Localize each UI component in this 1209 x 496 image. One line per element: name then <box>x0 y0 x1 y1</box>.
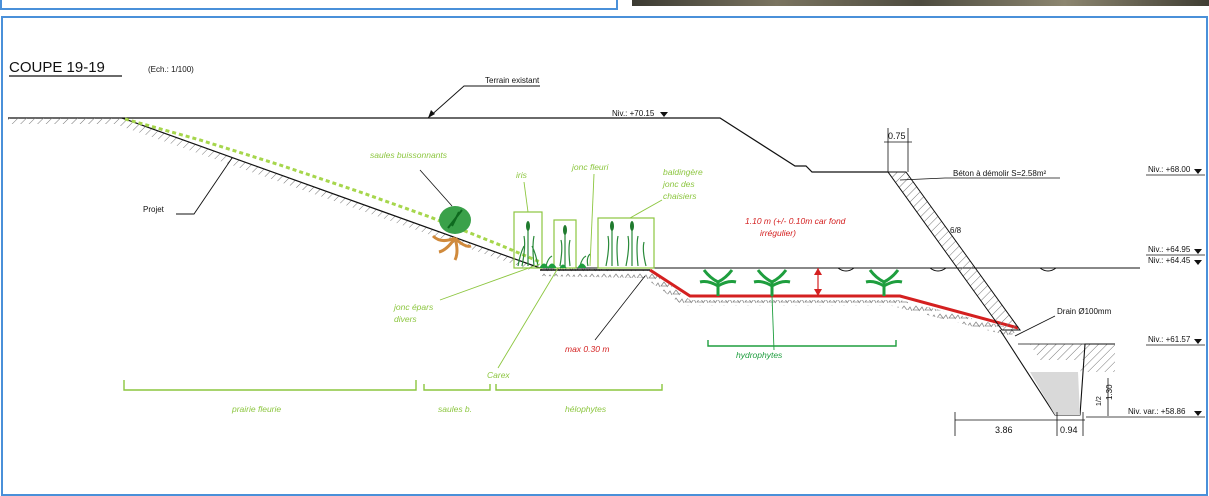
dim-075: 0.75 <box>888 131 906 141</box>
drawing-border <box>1 16 1208 496</box>
grass-strip <box>124 117 541 264</box>
reed-icons <box>517 228 647 267</box>
trench-hatch-right <box>1030 344 1115 372</box>
level-6800-marker <box>1194 169 1202 174</box>
top-panel-edge <box>0 0 618 10</box>
drain-label: Drain Ø100mm <box>1057 307 1112 316</box>
hydrophytes-label: hydrophytes <box>736 350 783 360</box>
projet-leader <box>176 157 233 215</box>
level-5886-group: Niv. var.: +58.86 <box>1086 407 1205 418</box>
bottom-gravel <box>540 268 1018 336</box>
level-6800: Niv.: +68.00 <box>1148 165 1191 174</box>
concrete-wall <box>887 171 1021 331</box>
hydrophytes-leader <box>771 295 775 351</box>
depth-arrow-bottom <box>814 289 822 296</box>
hydrophytes-bracket <box>707 340 897 347</box>
upper-hatch <box>8 118 122 124</box>
willow-shrub-icon <box>431 206 472 261</box>
baldingere-label-3: chaisiers <box>663 191 697 201</box>
carex-tufts <box>539 263 587 270</box>
baldingere-label-2: jonc des <box>662 179 695 189</box>
baldingere-box <box>597 217 655 269</box>
saules-leader <box>419 169 453 207</box>
carex-leader <box>497 267 559 369</box>
level-6800-group: Niv.: +68.00 <box>1146 165 1205 176</box>
jonc-epars-label-1: jonc épars <box>393 302 434 312</box>
jonc-epars-leader <box>439 263 541 301</box>
prairie-label: prairie fleurie <box>231 404 281 414</box>
scale-label: (Ech.: 1/100) <box>148 65 194 74</box>
baldingere-label-1: baldingère <box>663 167 703 177</box>
depth-annotation-1: 1.10 m (+/- 0.10m car fond <box>745 216 846 226</box>
jonc-fleuri-label: jonc fleuri <box>571 162 609 172</box>
level-6445: Niv.: +64.45 <box>1148 256 1191 265</box>
level-6445-group: Niv.: +64.45 <box>1148 256 1202 265</box>
dim-094: 0.94 <box>1060 425 1078 435</box>
jonc-fleuri-leader <box>589 173 595 267</box>
terrain-label: Terrain existant <box>485 76 540 85</box>
level-6157-marker <box>1194 339 1202 344</box>
reed-seedheads <box>526 221 634 235</box>
dim-half: 1/2 <box>1096 396 1103 406</box>
level-6157: Niv.: +61.57 <box>1148 335 1191 344</box>
saules-label: saules buissonnants <box>370 150 448 160</box>
water-ticks <box>837 267 1057 272</box>
prairie-bracket <box>123 380 417 391</box>
project-slope-line <box>121 117 541 269</box>
level-5886-marker <box>1194 411 1202 416</box>
iris-leader <box>523 181 529 213</box>
max-annotation: max 0.30 m <box>565 344 609 354</box>
iris-label: iris <box>516 170 528 180</box>
level-6157-group: Niv.: +61.57 <box>1146 335 1205 346</box>
level-6445-marker <box>1194 260 1202 265</box>
slope-hatch <box>115 118 540 270</box>
level-7015-marker <box>660 112 668 117</box>
beton-label: Béton à démolir S=2.58m² <box>953 169 1046 178</box>
jonc-epars-label-2: divers <box>394 314 417 324</box>
hydrophyte-icons <box>699 269 903 296</box>
dim-130: 1.30 <box>1105 384 1114 400</box>
top-photo-edge <box>632 0 1209 6</box>
saules-b-bracket <box>423 384 491 391</box>
depth-arrow-top <box>814 268 822 275</box>
level-6495-marker <box>1194 249 1202 254</box>
section-title: COUPE 19-19 <box>9 59 105 76</box>
max-leader <box>594 275 646 341</box>
terrain-arrowhead <box>428 110 435 118</box>
beton-leader <box>899 177 1060 181</box>
slope-ratio: 6/8 <box>950 226 962 235</box>
level-6495-group: Niv.: +64.95 <box>1146 245 1205 256</box>
level-7015: Niv.: +70.15 <box>612 109 655 118</box>
helophytes-bracket <box>495 384 663 391</box>
baldingere-leader <box>629 199 663 219</box>
projet-label: Projet <box>143 205 165 214</box>
terrain-leader <box>427 85 540 119</box>
saules-b-label: saules b. <box>438 404 472 414</box>
helophytes-label: hélophytes <box>565 404 607 414</box>
liner-red <box>649 268 1019 330</box>
carex-label: Carex <box>487 370 510 380</box>
level-6495: Niv.: +64.95 <box>1148 245 1191 254</box>
drain-leader <box>1014 315 1056 337</box>
level-5886: Niv. var.: +58.86 <box>1128 407 1186 416</box>
depth-annotation-2: irrégulier) <box>760 228 796 238</box>
dim-386: 3.86 <box>995 425 1013 435</box>
trench-fill <box>1030 372 1080 415</box>
